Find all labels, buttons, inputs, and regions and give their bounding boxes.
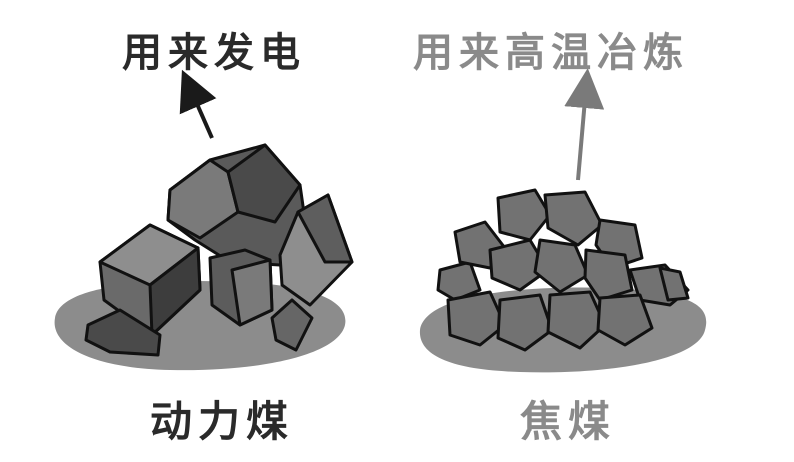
coking-coal-lumps [436,188,690,352]
steam-coal-purpose-label: 用来发电 [122,30,306,76]
steam-coal-name-label: 动力煤 [150,397,295,446]
coking-coal-purpose-label: 用来高温冶炼 [413,30,689,76]
coking-coal-pile [419,68,707,373]
steam-coal-lumps [84,143,354,357]
steam-coal-arrow [179,69,217,139]
steam-coal-pile [54,69,354,371]
coking-coal-name-label: 焦煤 [520,397,617,446]
coking-coal-arrow [564,68,605,181]
